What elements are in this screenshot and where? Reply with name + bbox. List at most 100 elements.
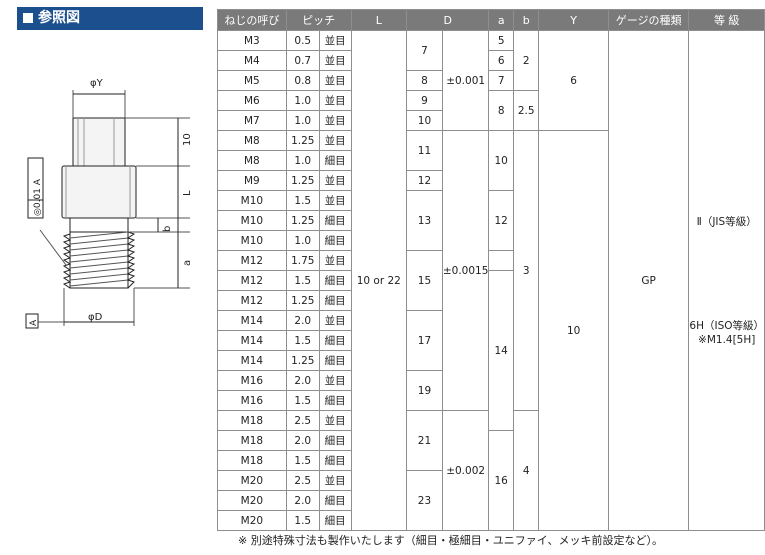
cell-thread: M20 — [217, 510, 287, 531]
cell-pitch-type: 並目 — [318, 70, 352, 91]
cell-pitch-type: 並目 — [318, 90, 352, 111]
cell-thread: M10 — [217, 190, 287, 211]
cell-l-value: 9 — [406, 90, 443, 111]
cell-thread: M6 — [217, 90, 287, 111]
cell-l-value: 10 — [406, 110, 443, 131]
cell-thread: M20 — [217, 470, 287, 491]
header-a: a — [488, 9, 514, 31]
cell-thread: M5 — [217, 70, 287, 91]
cell-pitch: 1.5 — [285, 330, 320, 351]
cell-thread: M14 — [217, 310, 287, 331]
footnote: ※ 別途特殊寸法も製作いたします（細目・極細目・ユニファイ、メッキ前設定など）。 — [238, 534, 663, 547]
gauge-body — [61, 165, 137, 219]
cell-thread: M12 — [217, 250, 287, 271]
cell-pitch: 0.7 — [285, 50, 320, 71]
cell-pitch: 2.5 — [285, 410, 320, 431]
section-header: 参照図 — [17, 7, 203, 30]
cell-b: 4 — [512, 410, 540, 531]
cell-pitch-type: 細目 — [318, 450, 352, 471]
dim-L: L — [182, 190, 193, 196]
cell-thread: M18 — [217, 450, 287, 471]
cell-pitch: 1.25 — [285, 130, 320, 151]
cell-L: 10 or 22 — [350, 30, 408, 531]
header-grade: 等 級 — [688, 9, 765, 31]
cell-b: 2 — [512, 30, 540, 91]
header-thread: ねじの呼び — [217, 9, 287, 31]
cell-thread: M8 — [217, 150, 287, 171]
cell-pitch: 2.0 — [285, 490, 320, 511]
cell-l-value: 15 — [406, 250, 443, 311]
cell-a — [488, 250, 514, 271]
cell-thread: M14 — [217, 330, 287, 351]
cell-pitch: 1.0 — [285, 150, 320, 171]
cell-pitch-type: 並目 — [318, 50, 352, 71]
cell-thread: M16 — [217, 390, 287, 411]
cell-thread: M10 — [217, 230, 287, 251]
cell-pitch: 1.25 — [285, 170, 320, 191]
cell-a: 12 — [488, 190, 514, 251]
cell-pitch-type: 並目 — [318, 110, 352, 131]
cell-pitch: 1.25 — [285, 290, 320, 311]
cell-pitch-type: 細目 — [318, 210, 352, 231]
cell-pitch-type: 細目 — [318, 150, 352, 171]
cell-pitch-type: 細目 — [318, 350, 352, 371]
dim-10: 10 — [182, 133, 193, 146]
cell-thread: M8 — [217, 130, 287, 151]
square-icon — [23, 13, 33, 23]
cell-D: ±0.001 — [441, 30, 490, 131]
cell-a: 14 — [488, 270, 514, 431]
cell-l-value: 13 — [406, 190, 443, 251]
dim-a: a — [182, 260, 193, 266]
cell-thread: M7 — [217, 110, 287, 131]
cell-pitch: 2.0 — [285, 310, 320, 331]
cell-pitch-type: 細目 — [318, 390, 352, 411]
cell-D: ±0.002 — [441, 410, 490, 531]
cell-thread: M18 — [217, 430, 287, 451]
cell-thread: M3 — [217, 30, 287, 51]
cell-thread: M12 — [217, 270, 287, 291]
cell-a: 8 — [488, 90, 514, 131]
cell-D: ±0.0015 — [441, 130, 490, 411]
cell-pitch: 1.0 — [285, 90, 320, 111]
cell-pitch-type: 並目 — [318, 370, 352, 391]
cell-pitch: 0.5 — [285, 30, 320, 51]
datum-label: A — [29, 319, 39, 326]
grade-iso: 6H（ISO等級） — [689, 319, 764, 332]
dim-phiY: φY — [90, 78, 104, 89]
cell-pitch-type: 並目 — [318, 250, 352, 271]
cell-pitch: 1.75 — [285, 250, 320, 271]
cell-pitch-type: 並目 — [318, 30, 352, 51]
cell-pitch: 1.25 — [285, 210, 320, 231]
cell-pitch-type: 並目 — [318, 470, 352, 491]
cell-pitch-type: 並目 — [318, 130, 352, 151]
cell-pitch: 2.0 — [285, 430, 320, 451]
cell-pitch-type: 細目 — [318, 510, 352, 531]
cell-a: 5 — [488, 30, 514, 51]
cell-pitch-type: 並目 — [318, 170, 352, 191]
reference-drawing: φY 10 L b a φD ◎0.01 A A — [25, 78, 193, 329]
cell-pitch-type: 細目 — [318, 290, 352, 311]
cell-thread: M16 — [217, 370, 287, 391]
gauge-pin — [72, 117, 126, 167]
cell-pitch: 2.5 — [285, 470, 320, 491]
cell-Y: 6 — [538, 30, 609, 131]
cell-l-value: 17 — [406, 310, 443, 371]
header-D: D — [406, 9, 490, 31]
cell-pitch: 1.5 — [285, 450, 320, 471]
cell-pitch-type: 並目 — [318, 310, 352, 331]
cell-thread: M18 — [217, 410, 287, 431]
cell-pitch: 1.5 — [285, 270, 320, 291]
grade-jis: Ⅱ（JIS等級） — [696, 215, 757, 228]
cell-pitch: 2.0 — [285, 370, 320, 391]
cell-a: 10 — [488, 130, 514, 191]
cell-pitch: 1.0 — [285, 110, 320, 131]
